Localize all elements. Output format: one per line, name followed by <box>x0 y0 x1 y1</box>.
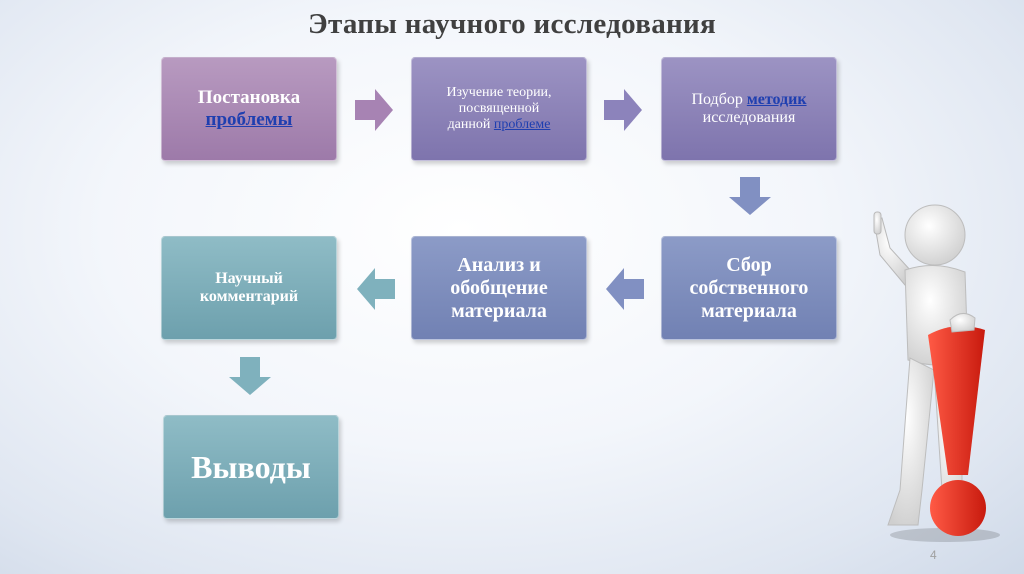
step-label: материала <box>451 299 547 322</box>
arrow-down-icon <box>229 357 271 395</box>
step-label: Изучение теории, <box>446 84 552 100</box>
arrow-down-icon <box>729 177 771 215</box>
arrow-right-icon <box>355 89 393 131</box>
step-conclusions: Выводы <box>163 415 339 519</box>
step-link-methods[interactable]: методик <box>746 90 807 108</box>
step-label: Подбор <box>691 90 743 108</box>
arrow-right-icon <box>604 89 642 131</box>
step-label: посвященной <box>458 100 540 116</box>
step-method-selection: Подбор методик исследования <box>661 57 837 161</box>
step-problem-statement: Постановка проблемы <box>161 57 337 161</box>
person-with-exclamation-icon <box>873 204 1000 542</box>
step-label: обобщение <box>450 276 548 299</box>
page-number: 4 <box>930 548 937 562</box>
arrow-left-icon <box>357 268 395 310</box>
step-analysis: Анализ и обобщение материала <box>411 236 587 340</box>
step-label: Выводы <box>191 448 311 485</box>
step-link-problem[interactable]: проблеме <box>493 117 551 133</box>
arrow-left-icon <box>606 268 644 310</box>
step-link-problem[interactable]: проблемы <box>205 109 293 130</box>
step-label: Сбор <box>726 253 772 276</box>
step-label: Постановка <box>197 87 301 109</box>
step-scientific-comment: Научный комментарий <box>161 236 337 340</box>
step-label: Научный <box>215 269 283 287</box>
step-label: материала <box>701 299 797 322</box>
step-label: данной <box>447 117 491 133</box>
step-label: исследования <box>702 109 796 126</box>
step-label: комментарий <box>199 288 299 305</box>
step-theory-study: Изучение теории, посвященной данной проб… <box>411 57 587 161</box>
step-material-collection: Сбор собственного материала <box>661 236 837 340</box>
slide-title: Этапы научного исследования <box>307 8 716 40</box>
step-label: собственного <box>689 276 809 299</box>
step-label: Анализ и <box>457 253 541 276</box>
